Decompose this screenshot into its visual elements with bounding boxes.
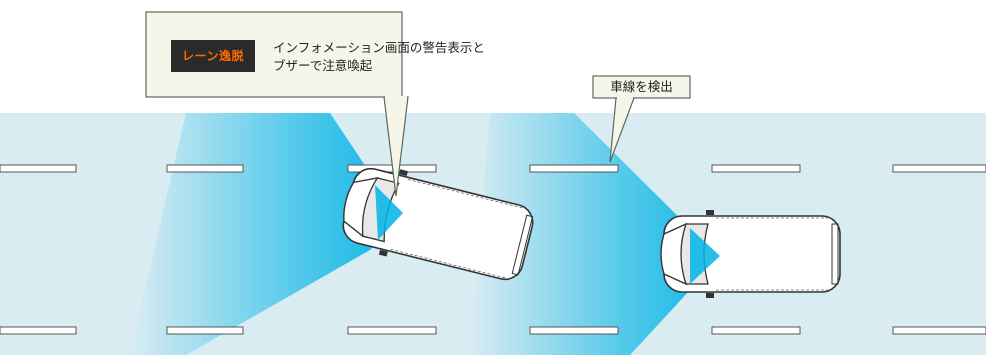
lane-detect-label: 車線を検出 — [610, 79, 673, 94]
warning-callout: レーン逸脱 インフォメーション画面の警告表示と ブザーで注意喚起 — [146, 12, 485, 97]
car-right-in-lane — [660, 210, 841, 298]
camera-cone-left — [375, 185, 403, 240]
warning-description: インフォメーション画面の警告表示と ブザーで注意喚起 — [273, 39, 485, 75]
camera-cone-right — [690, 228, 720, 284]
lane-departure-badge: レーン逸脱 — [171, 40, 255, 72]
camera-beam-left — [130, 113, 400, 355]
camera-beam-right — [470, 113, 720, 355]
detect-callout-shape — [592, 75, 691, 163]
car-left-drifting — [342, 167, 534, 281]
warning-text-line1: インフォメーション画面の警告表示と — [273, 40, 485, 55]
warning-text-line2: ブザーで注意喚起 — [273, 58, 373, 73]
lane-markers-top — [0, 164, 986, 173]
lane-markers-bottom — [0, 326, 986, 335]
